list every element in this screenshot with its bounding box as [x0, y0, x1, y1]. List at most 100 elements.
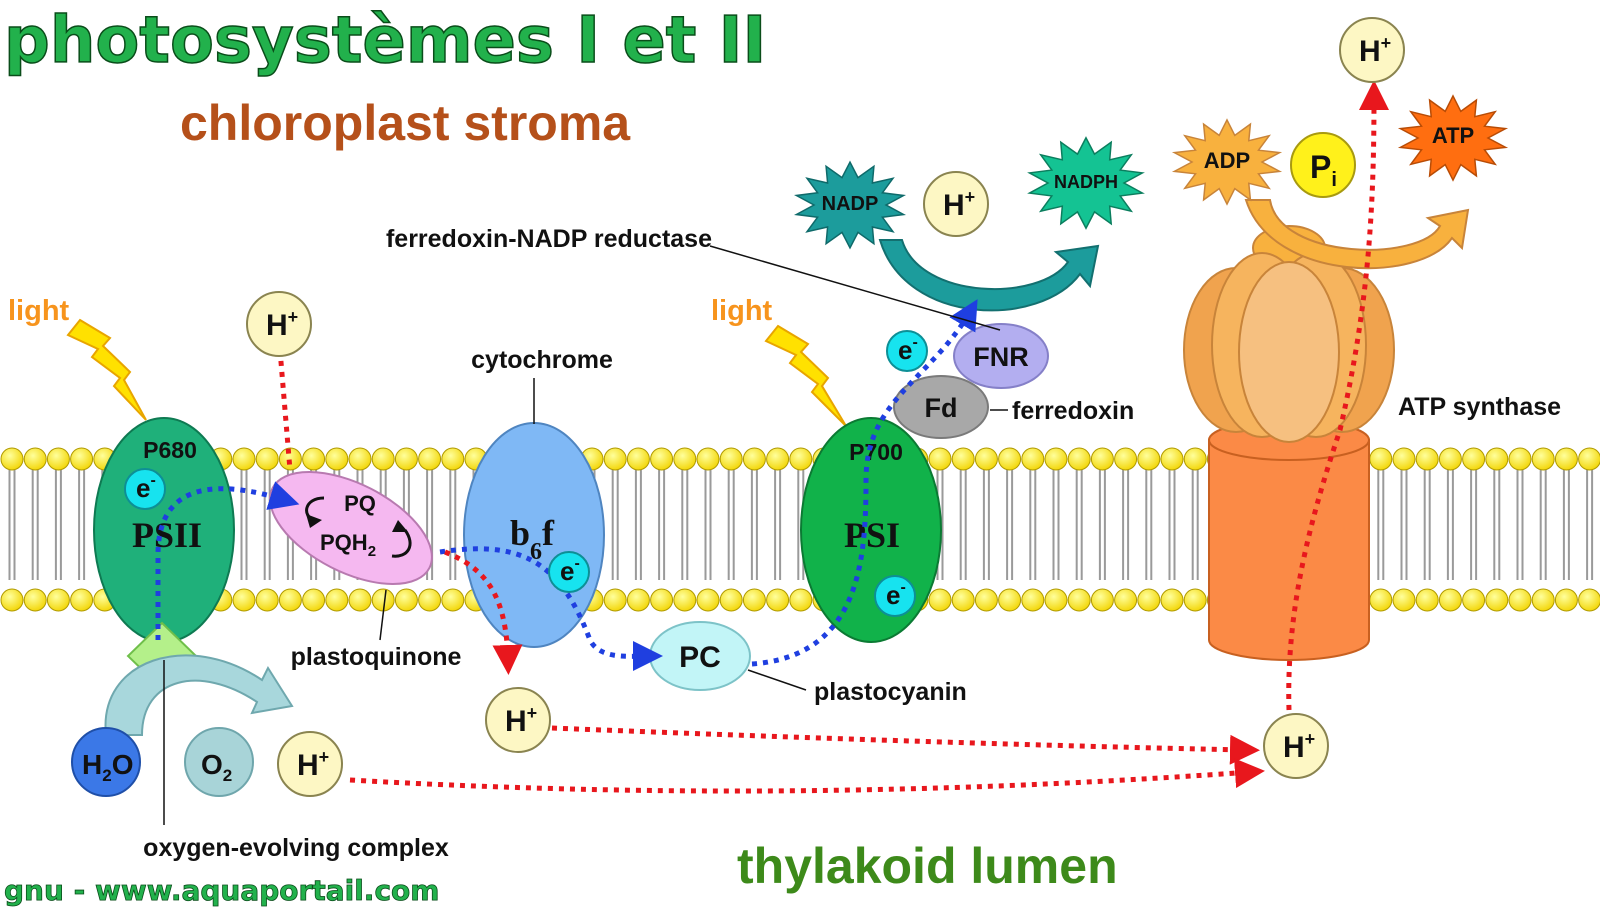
proton-release-flow: [444, 549, 523, 675]
lipid-head: [23, 588, 47, 612]
electron-circle: [548, 551, 590, 593]
lipid-head: [1114, 588, 1138, 612]
lipid-head: [789, 447, 813, 471]
oxygen-label: O2: [201, 749, 232, 785]
proton-circle: [923, 171, 989, 237]
lipid-head: [626, 588, 650, 612]
lightning-icon: [764, 324, 847, 427]
lipid-head: [719, 588, 743, 612]
lipid-head: [603, 588, 627, 612]
arrowhead-icon: [392, 520, 408, 532]
lipid-head: [1090, 588, 1114, 612]
lipid-head: [1485, 447, 1509, 471]
lipid-head: [650, 588, 674, 612]
proton-label: H+: [266, 307, 298, 342]
lightning-icon: [66, 318, 147, 421]
page-title: photosystèmes I et II: [4, 4, 766, 78]
photosystem-ii: P680 PSII: [93, 417, 235, 643]
phosphate-circle: [1290, 132, 1356, 198]
lipid-head: [603, 447, 627, 471]
proton-circle: [277, 731, 343, 797]
plastocyanin-label: plastocyanin: [814, 678, 967, 706]
nadph-label: NADPH: [1054, 172, 1118, 192]
leader-line: [747, 669, 807, 691]
nadp-reduction-arrow: [878, 239, 1100, 312]
lipid-head: [1554, 447, 1578, 471]
oxygen-molecule: [184, 727, 254, 797]
proton-circle: [246, 291, 312, 357]
electron-circle: [886, 330, 928, 372]
lipid-head: [46, 588, 70, 612]
lipid-head: [1044, 447, 1068, 471]
pqh2-label: PQH2: [320, 530, 376, 560]
atp-synthase: [1183, 225, 1395, 661]
fnr-label: FNR: [973, 342, 1029, 372]
proton-uptake-flow: [277, 349, 293, 471]
lipid-head: [348, 588, 372, 612]
lipid-head: [255, 588, 279, 612]
lipid-head: [998, 588, 1022, 612]
lipid-head: [766, 447, 790, 471]
proton-gradient-flow: [349, 758, 1265, 794]
lipid-head: [1021, 447, 1045, 471]
photosystem-i: P700 PSI: [800, 417, 942, 643]
lipid-head: [696, 447, 720, 471]
lipid-head: [325, 588, 349, 612]
proton-label: H+: [505, 703, 537, 738]
lipid-head: [23, 447, 47, 471]
atp-synthesis-arrow: [1244, 199, 1470, 270]
water-molecule: [71, 727, 141, 797]
lipid-head: [928, 447, 952, 471]
oec-label: oxygen-evolving complex: [143, 834, 449, 862]
lipid-head: [928, 588, 952, 612]
lipid-head: [325, 447, 349, 471]
lipid-head: [348, 447, 372, 471]
lipid-head: [789, 588, 813, 612]
lipid-head: [46, 447, 70, 471]
lipid-head: [1160, 447, 1184, 471]
lipid-head: [1369, 588, 1393, 612]
lipid-head: [742, 447, 766, 471]
lipid-head: [371, 447, 395, 471]
lipid-head: [1438, 447, 1462, 471]
lipid-head: [0, 588, 24, 612]
cytochrome-b6f: b6f: [463, 422, 605, 648]
lipid-head: [951, 447, 975, 471]
lipid-head: [742, 588, 766, 612]
lipid-head: [1090, 447, 1114, 471]
lipid-head: [1114, 447, 1138, 471]
psi-reaction-center: P700: [849, 439, 903, 465]
lipid-head: [1415, 588, 1439, 612]
plastoquinone-complex: PQ PQH2: [269, 471, 433, 585]
lipid-head: [974, 447, 998, 471]
lipid-head: [441, 588, 465, 612]
atp-label: ATP: [1432, 123, 1474, 148]
leader-line: [379, 589, 387, 641]
nadp-burst: [793, 160, 907, 250]
plastoquinone-label: plastoquinone: [291, 643, 462, 671]
lipid-head: [1578, 447, 1600, 471]
lipid-head: [1485, 588, 1509, 612]
ferredoxin-protein: [893, 375, 989, 439]
lipid-head: [70, 588, 94, 612]
lipid-head: [696, 588, 720, 612]
proton-synthase-flow: [1286, 80, 1389, 711]
lipid-head: [1578, 588, 1600, 612]
lipid-head: [441, 447, 465, 471]
credit-watermark: gnu - www.aquaportail.com: [4, 874, 439, 907]
lipid-head: [418, 447, 442, 471]
proton-label: H+: [943, 187, 975, 222]
proton-label: H+: [297, 747, 329, 782]
electron-label: e-: [898, 334, 918, 365]
lipid-head: [1462, 588, 1486, 612]
lipid-head: [255, 447, 279, 471]
lipid-head: [1021, 588, 1045, 612]
electron-label: e-: [886, 579, 906, 610]
nadp-label: NADP: [822, 193, 879, 215]
adp-burst: [1171, 118, 1283, 206]
water-splitting-arrow: [104, 654, 294, 736]
pq-cycle-arrow: [391, 529, 412, 558]
lipid-head: [278, 447, 302, 471]
lipid-head: [673, 588, 697, 612]
